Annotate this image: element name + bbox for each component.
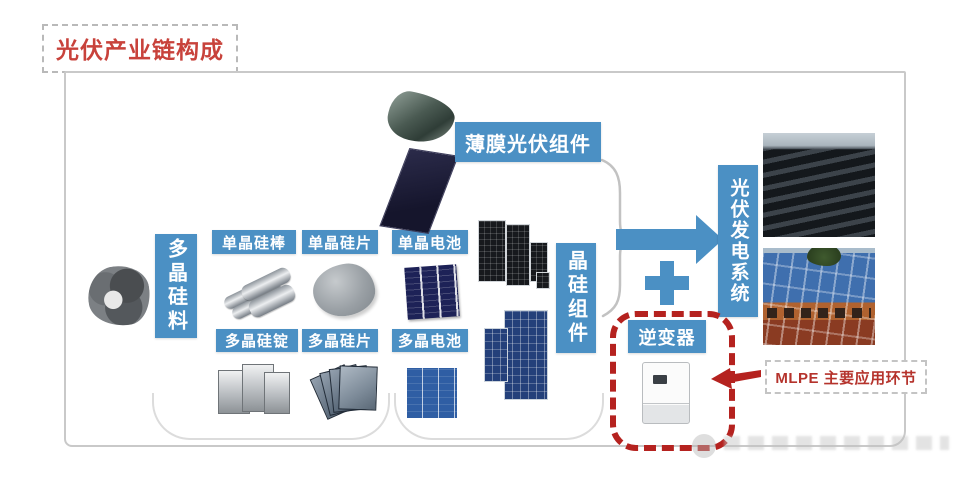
solar-farm-photo [763, 133, 875, 237]
rooftop-solar-photo [763, 248, 875, 345]
flow-arrow-icon [616, 215, 723, 264]
inverter-highlight-zone [610, 311, 735, 451]
mlpe-annotation-label: MLPE 主要应用环节 [765, 360, 927, 394]
building-windows [767, 308, 871, 318]
inverter-screen [653, 375, 667, 384]
mlpe-arrow-icon [711, 368, 761, 389]
mono-panels-image [478, 216, 552, 290]
mono-cell-image [404, 264, 460, 320]
watermark-logo [692, 434, 716, 458]
watermark [688, 430, 958, 486]
box-pv-system: 光伏发电系统 [718, 165, 758, 317]
box-poly-wafer: 多晶硅片 [302, 329, 378, 352]
page-title: 光伏产业链构成 [42, 24, 238, 73]
tree-image [807, 248, 841, 266]
box-mono-wafer: 单晶硅片 [302, 230, 378, 254]
plus-icon [660, 261, 674, 305]
box-mono-cell: 单晶电池 [392, 230, 468, 254]
mono-rods-image [222, 258, 298, 324]
poly-cell-image [407, 368, 457, 418]
poly-wafers-image [309, 362, 381, 420]
box-poly-cell: 多晶电池 [392, 329, 468, 352]
box-mono-rod: 单晶硅棒 [212, 230, 296, 254]
poly-panels-image [484, 310, 548, 402]
watermark-text [724, 436, 949, 450]
box-thin-film-module: 薄膜光伏组件 [455, 122, 601, 162]
box-polysilicon-material: 多晶硅料 [155, 234, 197, 338]
inverter-device-image [642, 362, 690, 424]
box-crystalline-module: 晶硅组件 [556, 243, 596, 353]
box-poly-ingot: 多晶硅锭 [216, 329, 298, 352]
box-inverter: 逆变器 [628, 320, 706, 353]
poly-ingots-image [218, 362, 290, 420]
inverter-seam [643, 403, 689, 404]
